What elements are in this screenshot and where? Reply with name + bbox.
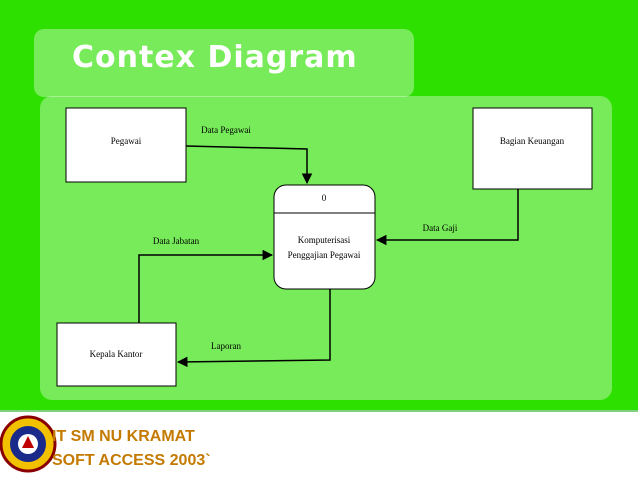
process-number: 0 <box>322 193 327 203</box>
entity-bagian-keuangan-label: Bagian Keuangan <box>500 136 565 146</box>
footer-divider <box>0 410 638 412</box>
process-name-line2: Penggajian Pegawai <box>288 250 361 260</box>
title-box <box>34 29 414 97</box>
context-diagram: Pegawai Bagian Keuangan Kepala Kantor 0 … <box>56 107 593 387</box>
flow-data-gaji <box>375 189 519 246</box>
footer-school-name: IT SM NU KRAMAT <box>52 428 195 445</box>
flow-data-jabatan-label: Data Jabatan <box>153 236 200 246</box>
process-box <box>273 184 376 290</box>
flow-data-gaji-label: Data Gaji <box>423 223 458 233</box>
entity-pegawai-label: Pegawai <box>111 136 142 146</box>
process-name-line1: Komputerisasi <box>298 235 351 245</box>
entity-kepala-kantor-box <box>56 322 177 387</box>
school-logo-icon <box>0 415 57 473</box>
entity-bagian-keuangan-box <box>472 107 593 190</box>
flow-data-jabatan <box>138 249 274 323</box>
slide-title: Contex Diagram <box>72 40 358 75</box>
footer-subtitle: SOFT ACCESS 2003` <box>52 452 211 469</box>
entity-kepala-kantor-label: Kepala Kantor <box>90 349 143 359</box>
footer-bar <box>0 410 638 479</box>
flow-laporan <box>176 289 331 368</box>
flow-data-pegawai <box>185 145 313 185</box>
flow-data-pegawai-label: Data Pegawai <box>201 125 251 135</box>
entity-pegawai-box <box>65 107 187 183</box>
flow-laporan-label: Laporan <box>211 341 241 351</box>
